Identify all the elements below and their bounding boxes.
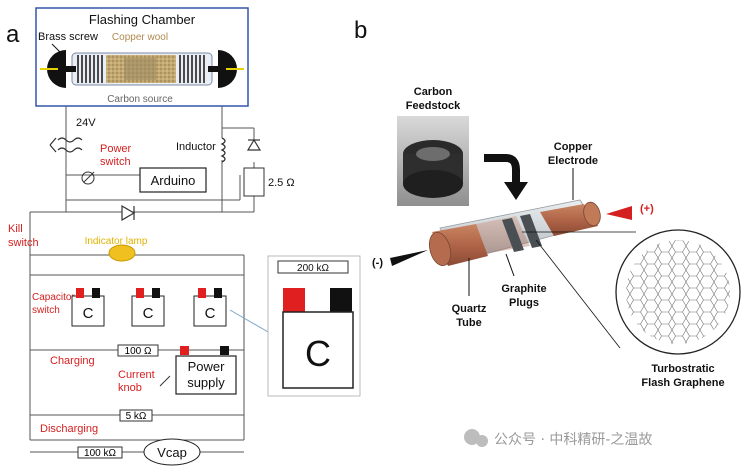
capacitor-1-label: C	[83, 305, 94, 322]
panel-a-letter: a	[6, 21, 20, 48]
resistor-100k	[77, 446, 123, 459]
power-switch-label-line1: Power	[100, 143, 132, 155]
capacitor-detail-label: C	[305, 333, 331, 374]
inductor-symbol	[220, 137, 226, 163]
feed-arrow	[484, 154, 520, 186]
watermark: 公众号 · 中科精研-之温故	[464, 429, 652, 448]
copper-electrode-label-line2: Electrode	[548, 155, 598, 167]
power-switch-symbol	[81, 171, 95, 185]
graphene-lattice	[626, 240, 730, 344]
spring-left	[77, 55, 103, 83]
capacitor-2-label: C	[143, 305, 154, 322]
current-knob-symbol	[159, 375, 171, 387]
power-supply-box	[175, 355, 237, 395]
carbon-feedstock-label-line1: Carbon	[414, 86, 453, 98]
copper-wool-label: Copper wool	[112, 32, 168, 43]
positive-arrow	[606, 206, 632, 220]
current-knob-label-line2: knob	[118, 382, 142, 394]
indicator-lamp-label: Indicator lamp	[85, 236, 148, 247]
resistor-5k	[119, 409, 153, 422]
current-knob-label-line1: Current	[118, 369, 155, 381]
capacitor-detail: 200 kΩ C	[267, 255, 361, 397]
relay-coil	[49, 137, 83, 153]
voltage-24v-label: 24V	[76, 117, 96, 129]
resistor-200k-label: 200 kΩ	[297, 263, 329, 274]
graphite-plugs-label-line1: Graphite	[501, 283, 546, 295]
panel-b-letter: b	[354, 17, 367, 44]
watermark-text: 公众号 · 中科精研-之温故	[494, 432, 652, 448]
carbon-source-label: Carbon source	[107, 94, 173, 105]
resistor-5k-label: 5 kΩ	[126, 411, 147, 422]
brass-screw-arrow	[51, 43, 61, 53]
resistor-2-5-label: 2.5 Ω	[268, 177, 295, 189]
power-switch-label-line2: switch	[100, 156, 131, 168]
carbon-source-sample	[124, 58, 156, 80]
flash-tube-assembly	[428, 199, 601, 267]
negative-terminal-label: (-)	[372, 257, 383, 269]
capacitor-2: C	[131, 288, 165, 327]
copper-electrode-label-line1: Copper	[554, 141, 593, 153]
resistor-100-ohm	[117, 344, 159, 357]
charging-label: Charging	[50, 355, 95, 367]
discharging-label: Discharging	[40, 423, 98, 435]
supply-pos-terminal	[180, 346, 189, 355]
power-supply-label-line1: Power	[188, 359, 226, 374]
circuit-wires	[29, 106, 255, 453]
turbostratic-label-line1: Turbostratic	[651, 363, 714, 375]
capacitor-3-label: C	[205, 305, 216, 322]
diode-top-symbol	[246, 138, 262, 151]
chamber-title: Flashing Chamber	[89, 12, 196, 27]
negative-arrow	[390, 250, 428, 266]
feedstock-photo	[397, 116, 469, 206]
resistor-100-label: 100 Ω	[125, 346, 152, 357]
vcap-label: Vcap	[157, 445, 187, 460]
spring-right	[179, 55, 205, 83]
positive-terminal-label: (+)	[640, 203, 654, 215]
indicator-lamp	[108, 244, 136, 262]
quartz-tube-label-line2: Tube	[456, 317, 481, 329]
graphite-plugs-label-line2: Plugs	[509, 297, 539, 309]
kill-switch-label-line1: Kill	[8, 223, 23, 235]
turbostratic-label-line2: Flash Graphene	[641, 377, 724, 389]
supply-neg-terminal	[220, 346, 229, 355]
arduino-box	[139, 167, 207, 193]
capacitor-switch-label-line1: Capacitor	[32, 292, 75, 303]
inductor-label: Inductor	[176, 141, 216, 153]
capacitor-bank: Capacitor switch C C C	[32, 288, 283, 341]
diode-kill-symbol	[121, 204, 136, 222]
kill-switch-label-line2: switch	[8, 237, 39, 249]
brass-screw-label: Brass screw	[38, 31, 98, 43]
power-supply-label-line2: supply	[187, 375, 225, 390]
arduino-label: Arduino	[151, 173, 196, 188]
resistor-100k-label: 100 kΩ	[84, 448, 116, 459]
quartz-tube-label-line1: Quartz	[452, 303, 487, 315]
resistor-2-5-ohm	[243, 167, 265, 197]
vcap-meter	[143, 438, 201, 466]
carbon-feedstock-label-line2: Feedstock	[406, 100, 461, 112]
capacitor-1: C	[71, 288, 105, 327]
capacitor-3: C	[193, 288, 227, 327]
flashing-chamber: Flashing Chamber Brass screw Copper wool…	[35, 7, 249, 107]
capacitor-switch-label-line2: switch	[32, 305, 60, 316]
